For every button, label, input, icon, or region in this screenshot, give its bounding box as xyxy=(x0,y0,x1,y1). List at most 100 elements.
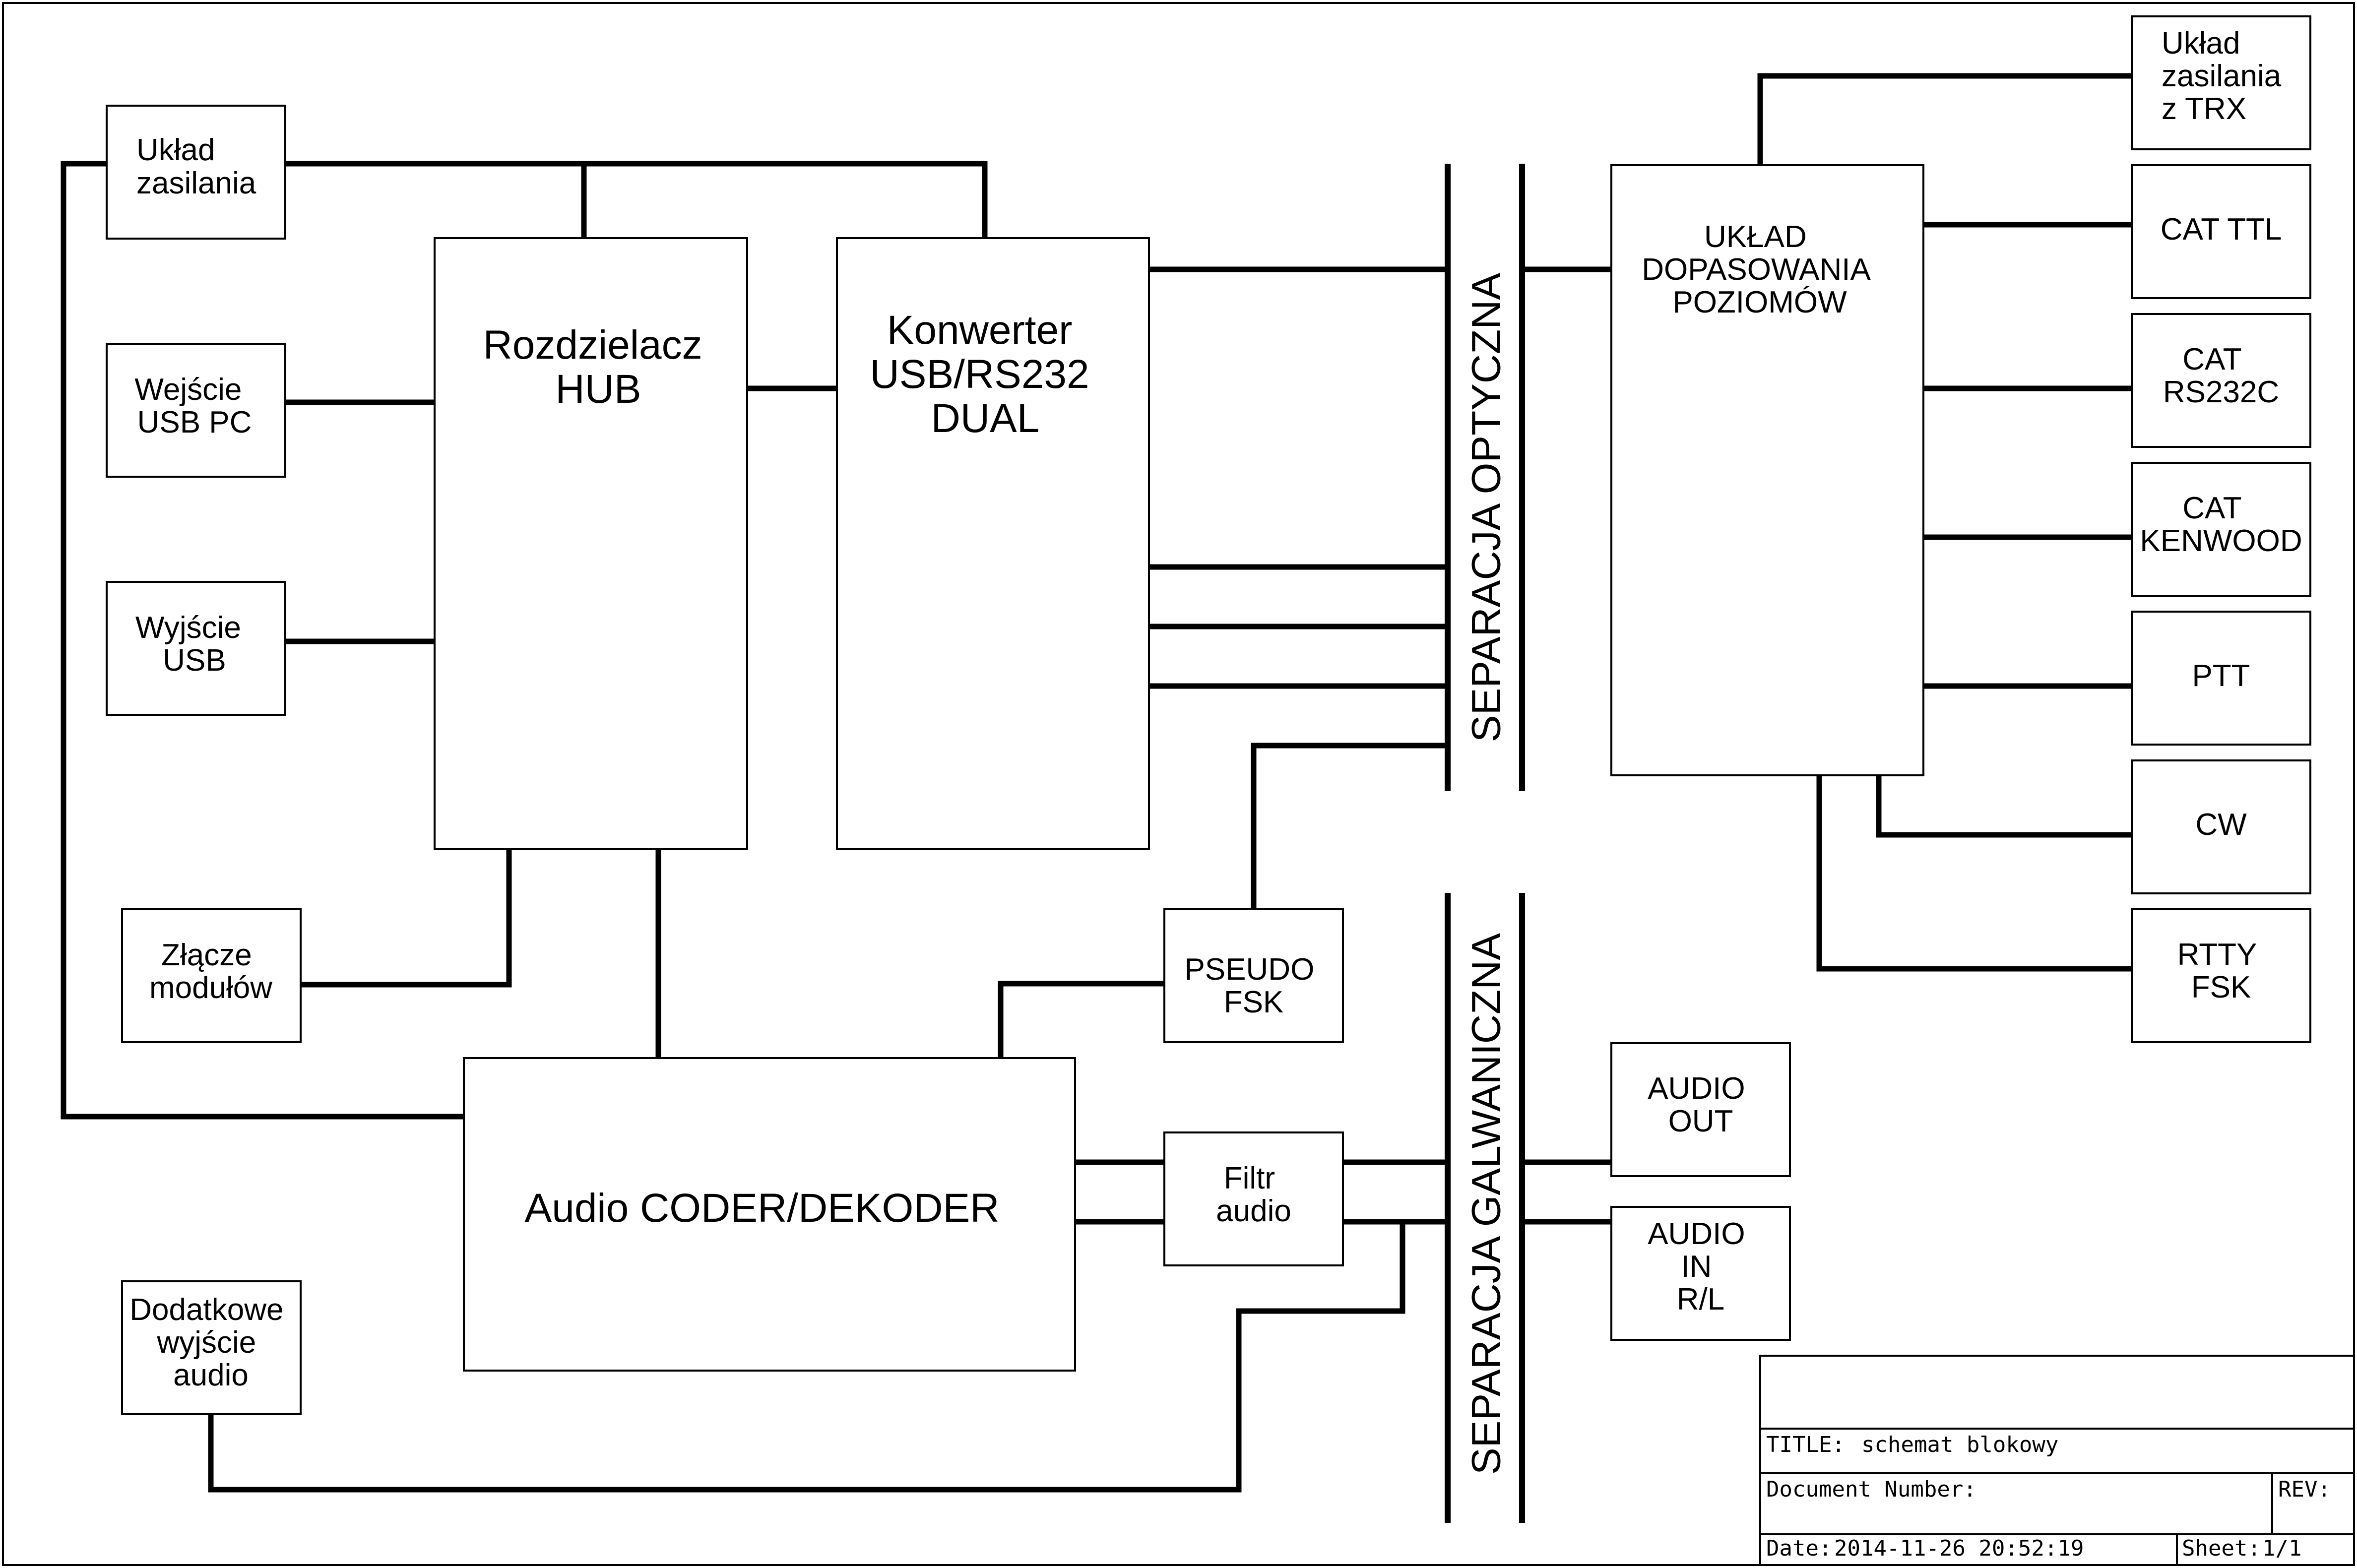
svg-text:Wejście USB PC: Wejście USB PC xyxy=(134,373,252,439)
svg-text:CAT RS232C: CAT RS232C xyxy=(2163,342,2279,409)
separator-optical-label: SEPARACJA OPTYCZNA xyxy=(1464,273,1509,743)
wire-dopas-trx-power xyxy=(1757,73,2135,168)
block-audio-in: AUDIO IN R/L xyxy=(1610,1206,1791,1341)
cat-rs232c-line-2: RS232C xyxy=(2163,375,2279,409)
dopasowania-line-1: UKŁAD xyxy=(1704,220,1807,254)
uklad-zasilania-line-2: zasilania xyxy=(136,166,256,200)
audio-in-line-3: R/L xyxy=(1677,1282,1724,1317)
hub-line-2: HUB xyxy=(555,367,641,412)
svg-text:RTTY FSK: RTTY FSK xyxy=(2177,938,2265,1004)
wire-fsk-opt xyxy=(1251,743,1451,912)
block-audio-out: AUDIO OUT xyxy=(1610,1042,1791,1177)
block-dodatkowe-wyjscie-audio: Dodatkowe wyjście audio xyxy=(121,1280,302,1415)
block-audio-coder: Audio CODER/DEKODER xyxy=(463,1057,1076,1372)
block-uklad-zasilania: Układ zasilania xyxy=(106,105,286,240)
cat-ttl-label: CAT TTL xyxy=(2161,212,2282,247)
cat-rs232c-line-1: CAT xyxy=(2182,342,2241,376)
dodatkowe-line-3: audio xyxy=(173,1358,249,1392)
svg-text:Filtr audio: Filtr audio xyxy=(1216,1161,1291,1228)
audio-out-line-2: OUT xyxy=(1668,1104,1733,1138)
block-pseudo-fsk: PSEUDO FSK xyxy=(1163,908,1344,1043)
svg-text:Złącze modułów: Złącze modułów xyxy=(149,938,272,1005)
dopasowania-line-3: POZIOMÓW xyxy=(1672,285,1847,319)
dodatkowe-line-1: Dodatkowe xyxy=(129,1293,283,1327)
cw-label: CW xyxy=(2195,808,2247,842)
wire-power-bus xyxy=(282,161,988,241)
konwerter-line-1: Konwerter xyxy=(887,308,1073,353)
svg-text:Wyjście USB: Wyjście USB xyxy=(135,611,250,678)
pseudo-fsk-line-1: PSEUDO xyxy=(1184,952,1314,987)
block-cw: CW xyxy=(2131,759,2311,894)
block-wyjscie-usb: Wyjście USB xyxy=(106,581,286,716)
zasilania-trx-line-1: Układ xyxy=(2162,26,2240,61)
rtty-fsk-line-1: RTTY xyxy=(2177,938,2257,972)
svg-text:CAT KENWOOD: CAT KENWOOD xyxy=(2140,491,2302,558)
wire-dopas-cw xyxy=(1876,772,2135,838)
wire-dopas-rtty xyxy=(1816,772,2135,972)
svg-text:PSEUDO FSK: PSEUDO FSK xyxy=(1184,952,1323,1019)
wire-dodatkowe-audio xyxy=(208,1219,1405,1493)
zasilania-trx-line-3: z TRX xyxy=(2162,92,2246,126)
block-wejscie-usb-pc: Wejście USB PC xyxy=(106,343,286,478)
uklad-zasilania-line-1: Układ xyxy=(136,133,215,167)
block-zlacze-modulow: Złącze modułów xyxy=(121,908,302,1043)
dodatkowe-line-2: wyjście xyxy=(156,1325,256,1360)
svg-text:Układ zasilania z: Układ zasilania z TRX xyxy=(2162,26,2290,126)
svg-text:Konwerter USB/RS232: Konwerter USB/RS232 DUAL xyxy=(870,308,1101,441)
svg-text:Rozdzielacz HUB: Rozdzielacz HUB xyxy=(483,322,714,412)
svg-text:UKŁAD DOPASOWANIA: UKŁAD DOPASOWANIA POZIOMÓW xyxy=(1642,220,1877,319)
rev-label: REV: xyxy=(2278,1477,2331,1502)
wires xyxy=(61,73,2135,1493)
title-block: TITLE: schemat blokowy Document Number: … xyxy=(1759,1355,2355,1566)
block-konwerter: Konwerter USB/RS232 DUAL xyxy=(836,237,1150,850)
zlacze-modulow-line-1: Złącze xyxy=(161,938,252,972)
block-uklad-dopasowania: UKŁAD DOPASOWANIA POZIOMÓW xyxy=(1610,164,1924,776)
block-rozdzielacz-hub: Rozdzielacz HUB xyxy=(434,237,748,850)
audio-in-line-2: IN xyxy=(1681,1250,1712,1284)
svg-text:Dodatkowe wyjście: Dodatkowe wyjście audio xyxy=(129,1293,292,1392)
pseudo-fsk-line-2: FSK xyxy=(1224,985,1284,1019)
svg-text:AUDIO IN R/L: AUDIO IN R/L xyxy=(1648,1217,1754,1317)
konwerter-line-3: DUAL xyxy=(931,396,1040,441)
wire-power-to-coder xyxy=(61,161,467,1120)
zasilania-trx-line-2: zasilania xyxy=(2162,59,2282,93)
wire-zlacze-hub xyxy=(298,846,512,988)
title-value: schemat blokowy xyxy=(1861,1432,2058,1457)
filtr-audio-line-1: Filtr xyxy=(1224,1161,1275,1195)
wyjscie-usb-line-1: Wyjście xyxy=(135,611,241,645)
sheet-value: 1/1 xyxy=(2262,1536,2301,1561)
filtr-audio-line-2: audio xyxy=(1216,1194,1291,1228)
doc-number-label: Document Number: xyxy=(1766,1477,1976,1502)
block-uklad-zasilania-trx: Układ zasilania z TRX xyxy=(2131,15,2311,150)
svg-text:AUDIO OUT: AUDIO OUT xyxy=(1648,1071,1754,1138)
wejscie-usb-pc-line-1: Wejście xyxy=(134,373,242,407)
block-cat-rs232c: CAT RS232C xyxy=(2131,313,2311,448)
audio-out-line-1: AUDIO xyxy=(1648,1071,1745,1106)
konwerter-line-2: USB/RS232 xyxy=(870,352,1089,397)
separator-optical: SEPARACJA OPTYCZNA xyxy=(1445,164,1525,791)
svg-text:Układ zasilania: Układ zasilania xyxy=(136,133,256,200)
separator-galvanic-label: SEPARACJA GALWANICZNA xyxy=(1464,933,1509,1475)
block-ptt: PTT xyxy=(2131,611,2311,746)
date-label: Date: xyxy=(1766,1536,1832,1561)
rtty-fsk-line-2: FSK xyxy=(2191,970,2251,1004)
block-filtr-audio: Filtr audio xyxy=(1163,1131,1344,1266)
dopasowania-line-2: DOPASOWANIA xyxy=(1642,252,1871,287)
block-rtty-fsk: RTTY FSK xyxy=(2131,908,2311,1043)
hub-line-1: Rozdzielacz xyxy=(483,322,702,368)
cat-kenwood-line-2: KENWOOD xyxy=(2140,524,2302,558)
sheet-label: Sheet: xyxy=(2182,1536,2261,1561)
wejscie-usb-pc-line-2: USB PC xyxy=(137,405,252,439)
wire-coder-fsk xyxy=(998,981,1167,1061)
date-value: 2014-11-26 20:52:19 xyxy=(1834,1536,2084,1561)
cat-kenwood-line-1: CAT xyxy=(2182,491,2241,525)
separator-galvanic: SEPARACJA GALWANICZNA xyxy=(1445,893,1525,1523)
zlacze-modulow-line-2: modułów xyxy=(149,971,272,1005)
ptt-label: PTT xyxy=(2192,659,2250,693)
block-cat-kenwood: CAT KENWOOD xyxy=(2131,462,2311,597)
audio-coder-label: Audio CODER/DEKODER xyxy=(525,1186,1000,1231)
title-label: TITLE: xyxy=(1766,1432,1845,1457)
block-cat-ttl: CAT TTL xyxy=(2131,164,2311,299)
wyjscie-usb-line-2: USB xyxy=(163,643,226,678)
